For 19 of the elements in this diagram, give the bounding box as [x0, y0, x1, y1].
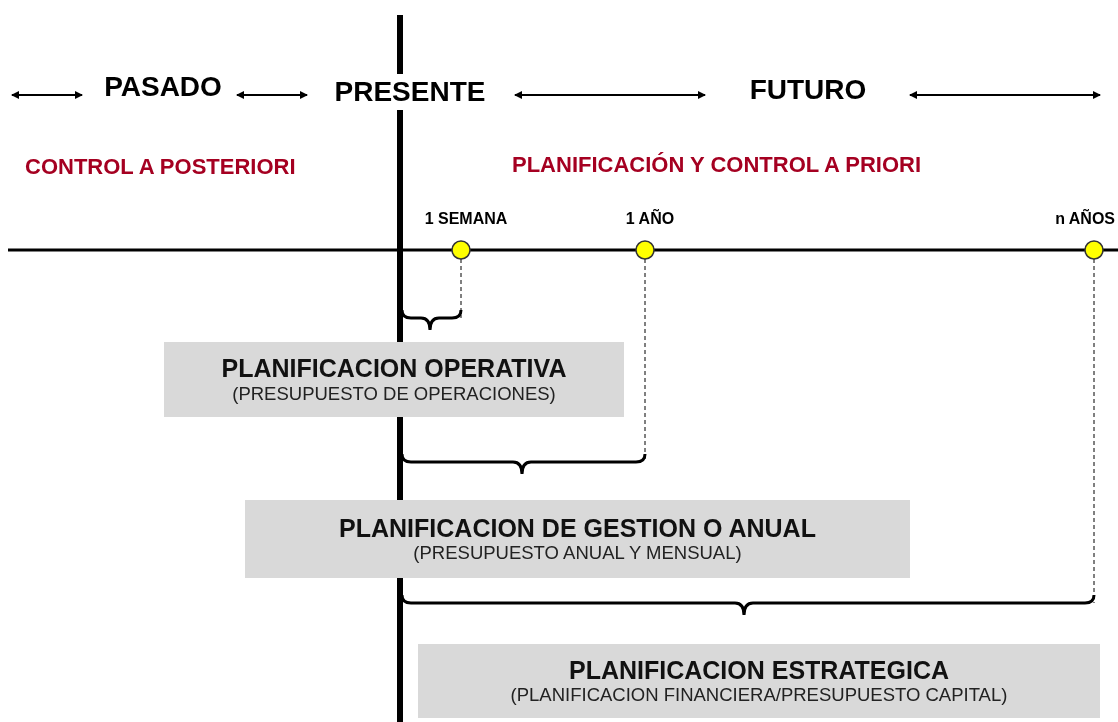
timeline-marker: [451, 240, 471, 260]
timeline-marker: [1084, 240, 1104, 260]
period-heading: PASADO: [104, 71, 222, 104]
box-title: PLANIFICACION ESTRATEGICA: [568, 655, 950, 685]
timeline-marker: [635, 240, 655, 260]
section-heading: PLANIFICACIÓN Y CONTROL A PRIORI: [512, 151, 922, 178]
period-heading: FUTURO: [749, 74, 867, 107]
box-subtitle: (PLANIFICACION FINANCIERA/PRESUPUESTO CAPITAL): [510, 684, 1008, 707]
planning-box: [418, 644, 1100, 718]
time-label: 1 SEMANA: [424, 210, 508, 228]
planning-box: [164, 342, 624, 417]
time-label: 1 AÑO: [625, 210, 675, 228]
box-subtitle: (PRESUPUESTO DE OPERACIONES): [232, 382, 556, 405]
box-subtitle: (PRESUPUESTO ANUAL Y MENSUAL): [413, 542, 742, 565]
box-title: PLANIFICACION DE GESTION O ANUAL: [339, 513, 816, 543]
time-label: n AÑOS: [1055, 210, 1115, 228]
box-title: PLANIFICACION OPERATIVA: [221, 354, 567, 383]
planning-box: [245, 500, 910, 578]
section-heading: CONTROL A POSTERIORI: [25, 153, 296, 180]
